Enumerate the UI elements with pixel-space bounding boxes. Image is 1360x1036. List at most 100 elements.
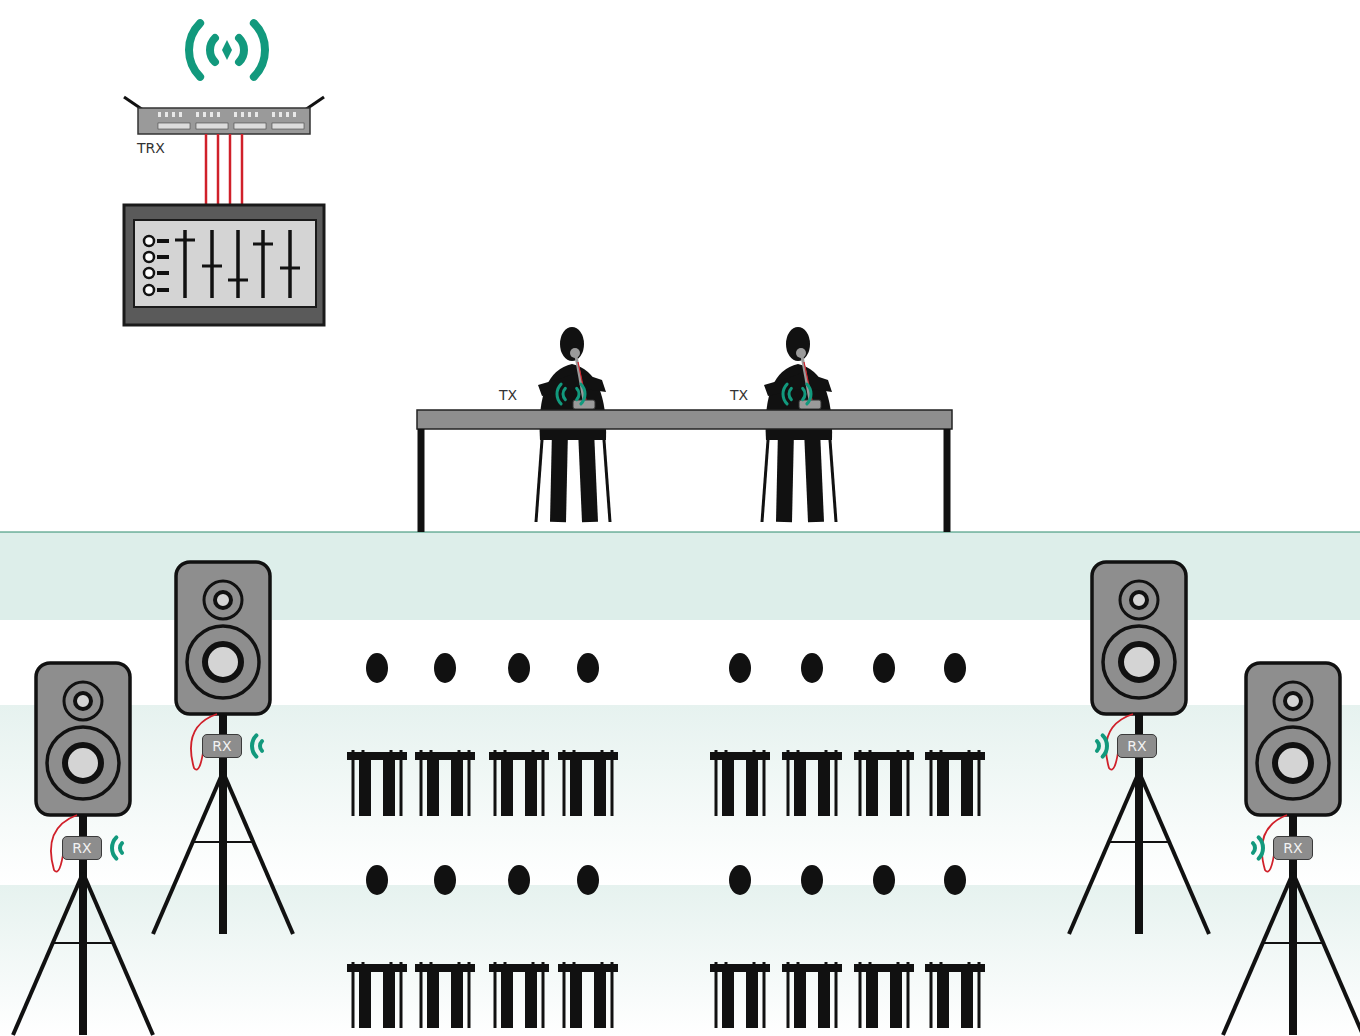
head [801,865,823,895]
wifi-arc [803,388,805,399]
speaker [153,562,293,934]
transceiver-slot [158,123,190,129]
transceiver-body [138,108,310,134]
head [729,653,751,683]
tripod-leg [83,873,153,1035]
wifi-arc [252,735,256,756]
speaker-box [1246,663,1340,815]
mixer-knob [144,285,154,295]
mixer [124,205,324,325]
transmitter-label: TX [730,386,748,404]
chair-leg [604,440,610,522]
audience-member [415,653,475,816]
leg [794,758,806,816]
head [873,865,895,895]
leg [451,758,463,816]
chair-seat [558,752,618,760]
wifi-arc [563,388,565,399]
fader-knob [280,267,300,270]
chair-seat [710,752,770,760]
woofer-cone [1275,745,1311,781]
leg [359,970,371,1028]
wifi-arc [557,384,561,404]
leg [812,430,816,522]
audio-cable [229,134,232,206]
fader-track [236,230,240,298]
transceiver-slot [234,123,266,129]
mixer-knob [144,252,154,262]
mixer-knob [144,236,154,246]
fader-track [288,230,292,298]
leg [818,970,830,1028]
tripod-brace [1263,942,1323,944]
head [944,653,966,683]
audience-member [710,653,770,816]
leg [570,758,582,816]
mixer-body [124,205,324,325]
mic-stand [802,356,810,400]
transceiver-led [196,112,199,117]
wifi-arc [260,741,262,751]
chair-seat [854,964,914,972]
tweeter [64,682,102,720]
audience-member [415,865,475,1028]
head [577,653,599,683]
mixer-knob [144,268,154,278]
tripod-brace [53,942,113,944]
receiver-box: RX [1273,836,1312,860]
chair-leg [762,440,768,522]
chair-seat [558,964,618,972]
chair-seat [415,752,475,760]
chair-leg [830,440,836,522]
woofer [187,626,259,698]
leg [818,758,830,816]
head [560,327,584,361]
leg [594,758,606,816]
transceiver-led [234,112,237,117]
leg [558,430,560,522]
tweeter [204,581,242,619]
audience-member [558,653,618,816]
table-leg [944,429,951,532]
head [434,865,456,895]
audience-member [489,865,549,1028]
wifi-arc [210,38,215,62]
transceiver-slot [196,123,228,129]
arms [764,372,832,396]
tripod-leg [153,772,223,934]
chair-seat [854,752,914,760]
speaker-box [176,562,270,714]
leg [722,758,734,816]
chair-seat [415,964,475,972]
transceiver [124,23,324,134]
leg [937,758,949,816]
leg [501,758,513,816]
tweeter-cone [1131,592,1147,608]
tweeter-cone [1285,693,1301,709]
speaker-box [36,663,130,815]
tweeter-cone [215,592,231,608]
audience-member [925,865,985,1028]
speaker [1223,663,1360,1035]
head [577,865,599,895]
wifi-arc [239,38,244,62]
woofer [1257,727,1329,799]
wifi-arc [254,23,265,77]
leg [961,970,973,1028]
chair-seat [782,964,842,972]
wifi-arc [120,843,122,853]
transceiver-led [165,112,168,117]
transceiver-led [241,112,244,117]
audience-member [782,865,842,1028]
wifi-center [222,40,232,60]
tripod-brace [193,841,253,843]
leg [383,970,395,1028]
head [366,653,388,683]
receiver-box: RX [1117,734,1156,758]
leg [359,758,371,816]
tripod-leg [223,772,293,934]
leg [746,758,758,816]
transceiver-led [217,112,220,117]
head [508,653,530,683]
fader-knob [253,243,273,246]
